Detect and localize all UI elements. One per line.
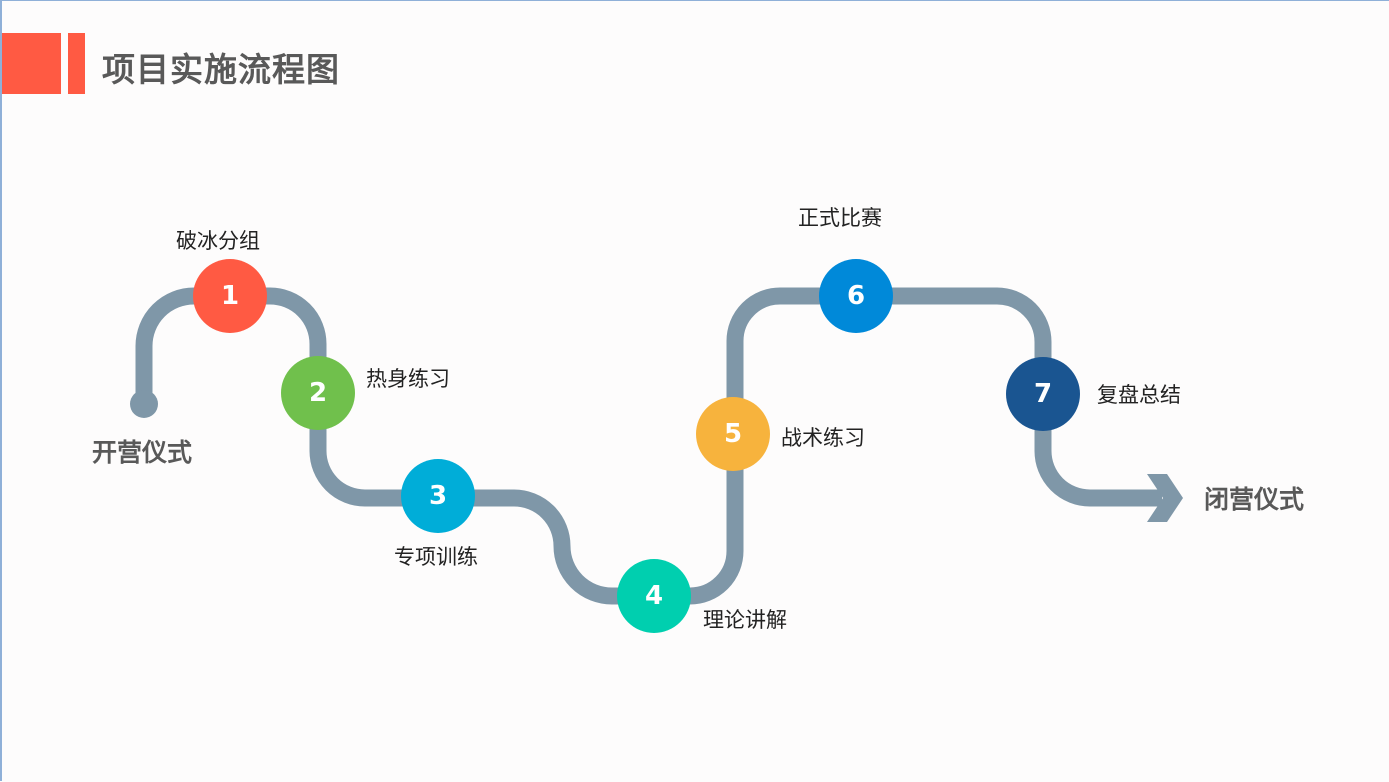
step-node-6: 6 [819,259,893,333]
step-node-4: 4 [617,559,691,633]
step-label-7: 复盘总结 [1097,383,1181,407]
step-label-4: 理论讲解 [703,608,787,632]
end-label: 闭营仪式 [1204,485,1305,514]
step-label-5: 战术练习 [781,426,865,450]
step-node-2: 2 [281,356,355,430]
step-node-5: 5 [696,397,770,471]
arrow-head-icon [1147,474,1183,522]
step-node-3: 3 [401,459,475,533]
start-label: 开营仪式 [92,438,193,467]
page-title: 项目实施流程图 [102,50,340,89]
title-accent-block [2,33,61,94]
step-label-6: 正式比赛 [798,206,882,230]
step-node-7: 7 [1006,357,1080,431]
title-accent-stripe [68,33,85,94]
step-label-1: 破冰分组 [176,229,260,253]
start-dot [130,390,158,418]
step-label-2: 热身练习 [366,367,450,391]
step-node-1: 1 [193,259,267,333]
process-path-line [135,287,1162,605]
step-label-3: 专项训练 [394,545,478,569]
